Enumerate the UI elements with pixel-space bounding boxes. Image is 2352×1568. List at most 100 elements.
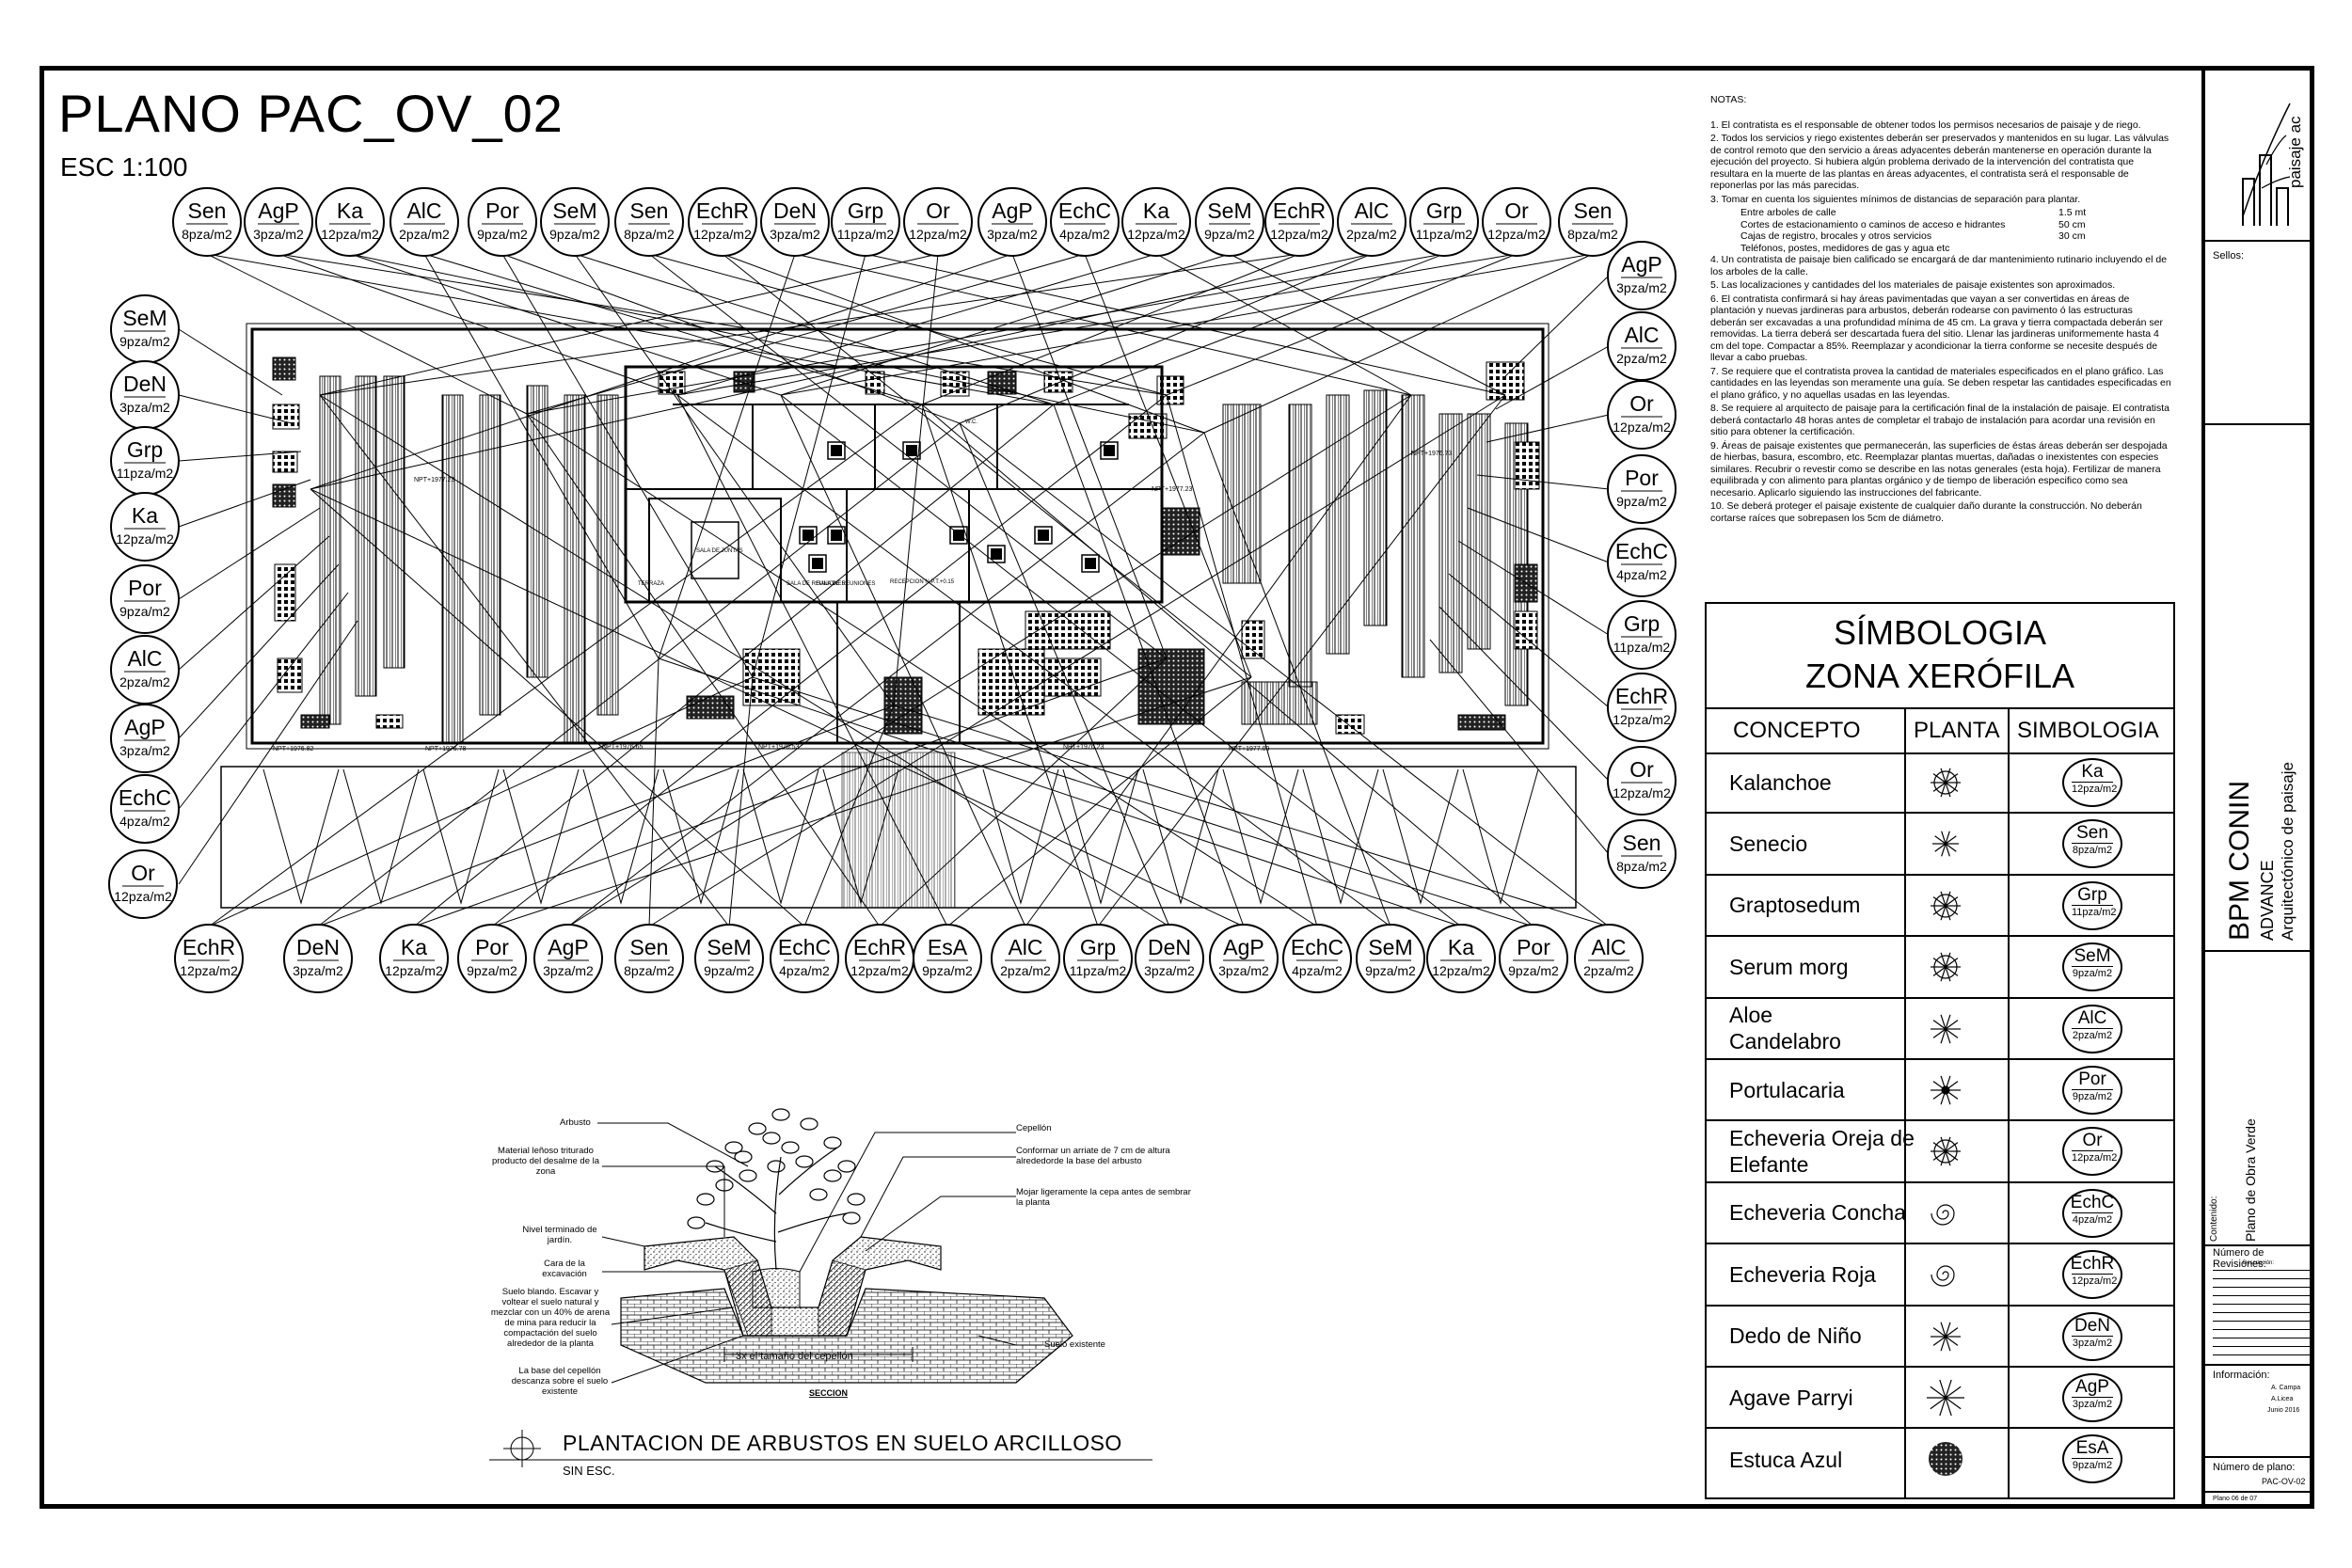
shrub-drawing	[687, 1108, 866, 1271]
note-item: 9. Áreas de paisaje existentes que perma…	[1710, 439, 2168, 499]
tag-qty: 12pza/m2	[1127, 227, 1185, 242]
legend-plant-name: Echeveria Oreja de Elefante	[1729, 1126, 1915, 1178]
legend-code: Por	[2078, 1069, 2106, 1089]
note-item: 7. Se requiere que el contratista provea…	[1710, 365, 2171, 401]
legend-qty: 8pza/m2	[2072, 843, 2113, 857]
npt-label: NPT+1977.23	[414, 477, 454, 483]
tag-code: AlC	[1591, 935, 1626, 959]
legend-code: Ka	[2081, 762, 2104, 782]
room-label: SALA DE REUNIONES	[787, 581, 845, 587]
legend-qty: 12pza/m2	[2072, 1150, 2118, 1164]
contenido-value: Plano de Obra Verde	[2243, 1118, 2258, 1242]
client-name: ADVANCE	[2258, 860, 2277, 941]
tag-qty: 12pza/m2	[1432, 963, 1490, 978]
estuca-icon	[1929, 1442, 1963, 1477]
level-markers: NPT+1977.23 NPT+1977.23 NPT+1976.73 NPT+…	[273, 451, 1452, 752]
left-callouts: Arbusto Material leñoso triturado produc…	[490, 1117, 749, 1397]
callout-label: Suelo blando. Escavar y voltear el suelo…	[490, 1287, 611, 1349]
legend-code: Sen	[2076, 823, 2108, 844]
tag-code: AlC	[1354, 198, 1389, 223]
tag-qty: 9pza/m2	[119, 604, 170, 619]
tag-code: Sen	[1623, 831, 1661, 855]
distance-value: 30 cm	[2058, 230, 2086, 242]
legend-code: EsA	[2075, 1438, 2109, 1459]
legend-plant-name: Portulacaria	[1729, 1077, 1845, 1102]
legend-title: SÍMBOLOGIA	[1833, 613, 2047, 652]
tag-code: Ka	[337, 198, 363, 223]
sheet-of: Plano 06 de 07	[2213, 1496, 2258, 1502]
portulacaria-icon	[1931, 1075, 1961, 1105]
tag-qty: 11pza/m2	[1416, 227, 1473, 242]
room-label: TERRAZA	[638, 581, 664, 587]
tag-qty: 12pza/m2	[180, 963, 238, 978]
legend-qty: 2pza/m2	[2072, 1027, 2113, 1041]
tag-code: AlC	[127, 646, 162, 671]
aloe-icon	[1931, 1014, 1961, 1043]
callout-label: Material leñoso triturado producto del d…	[491, 1146, 600, 1177]
legend-plant-name: Serum morg	[1729, 954, 1849, 979]
plant-tag: EchC 4pza/m2	[1607, 528, 1677, 597]
distance-value: 1.5 mt	[2058, 207, 2087, 218]
tag-code: Grp	[848, 198, 883, 223]
tag-qty: 12pza/m2	[850, 963, 909, 978]
notes-panel: NOTAS: 1. El contratista es el responsab…	[1710, 94, 2171, 526]
tag-qty: 3pza/m2	[1616, 280, 1667, 295]
note-item: 3. Tomar en cuenta los siguientes mínimo…	[1710, 193, 2081, 205]
legend-code: EchR	[2070, 1254, 2115, 1275]
legend-header: CONCEPTO PLANTA SIMBOLOGIA	[1707, 707, 2173, 754]
brand-name: paisaje ac	[2286, 116, 2304, 188]
legend-plant-name: Estuca Azul	[1729, 1447, 1843, 1472]
tag-code: EchC	[1615, 539, 1668, 563]
callout-label: Conformar un arriate de 7 cm de altura a…	[1016, 1146, 1170, 1166]
detail-scale: SIN ESC.	[563, 1464, 615, 1477]
note-item: 2. Todos los servicios y riego existente…	[1710, 133, 2169, 191]
tag-qty: 3pza/m2	[253, 227, 304, 242]
tag-qty: 9pza/m2	[477, 227, 528, 242]
tag-code: Por	[485, 198, 519, 223]
tag-qty: 2pza/m2	[119, 674, 170, 689]
sheet-title: PLANO PAC_OV_02	[58, 84, 564, 143]
npt-label: NPT+1976.53	[758, 744, 799, 751]
tag-qty: 12pza/m2	[114, 889, 172, 904]
tag-qty: 4pza/m2	[1616, 567, 1667, 582]
npt-label: NPT+1976.65	[602, 744, 643, 751]
distance-row: Cortes de estacionamiento o caminos de a…	[1710, 219, 2171, 231]
graptosedum-icon	[1931, 891, 1961, 921]
tag-qty: 9pza/m2	[549, 227, 600, 242]
legend-table: SÍMBOLOGIA ZONA XERÓFILA CONCEPTO PLANTA…	[1705, 602, 2175, 1499]
tag-qty: 3pza/m2	[119, 743, 170, 758]
note-item: 10. Se deberá proteger el paisaje existe…	[1710, 500, 2142, 524]
tag-qty: 9pza/m2	[922, 963, 973, 978]
tag-qty: 12pza/m2	[321, 227, 379, 242]
tag-code: Or	[1629, 757, 1654, 782]
tag-qty: 8pza/m2	[624, 227, 675, 242]
tag-qty: 12pza/m2	[1613, 712, 1671, 727]
tag-qty: 4pza/m2	[1292, 963, 1343, 978]
right-callouts: Cepellón Conformar un arriate de 7 cm de…	[799, 1123, 1191, 1350]
tag-qty: 9pza/m2	[119, 334, 170, 349]
